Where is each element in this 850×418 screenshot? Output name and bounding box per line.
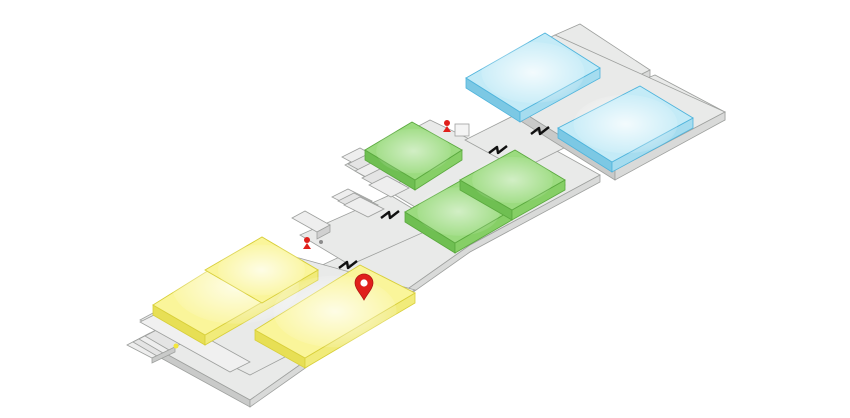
- hall-blue-south[interactable]: [557, 85, 694, 173]
- hall-green-east-highlight: [472, 156, 553, 204]
- hall-yellow-northwest-b-highlight: [218, 244, 305, 296]
- main-corridor-right: [249, 174, 601, 408]
- hall-blue-north-highlight: [481, 42, 585, 103]
- stairs-group: [126, 147, 410, 373]
- hall-blue-north[interactable]: [465, 32, 601, 123]
- hall-green-north-highlight: [376, 128, 451, 174]
- path-break-icon: [338, 260, 358, 270]
- restroom-icon[interactable]: [443, 120, 470, 137]
- hall-green-east[interactable]: [459, 149, 566, 221]
- exhibition-halls: [152, 32, 694, 369]
- location-pin-icon[interactable]: [354, 273, 374, 301]
- hall-yellow-northwest-b[interactable]: [204, 236, 319, 304]
- hall-yellow-south-highlight: [273, 275, 397, 348]
- restroom-icon[interactable]: [303, 237, 323, 249]
- hall-yellow-south[interactable]: [254, 264, 416, 369]
- path-break-icon: [530, 126, 550, 136]
- path-break-icon: [488, 145, 508, 155]
- hall-green-north[interactable]: [364, 121, 463, 191]
- hall-blue-south-highlight: [573, 94, 678, 154]
- blue-zone-floor-right: [614, 111, 726, 181]
- path-break-icon-group: [338, 126, 550, 270]
- stairs-west-middle[interactable]: [331, 188, 385, 218]
- path-break-icon: [380, 210, 400, 220]
- info-point: [173, 343, 179, 349]
